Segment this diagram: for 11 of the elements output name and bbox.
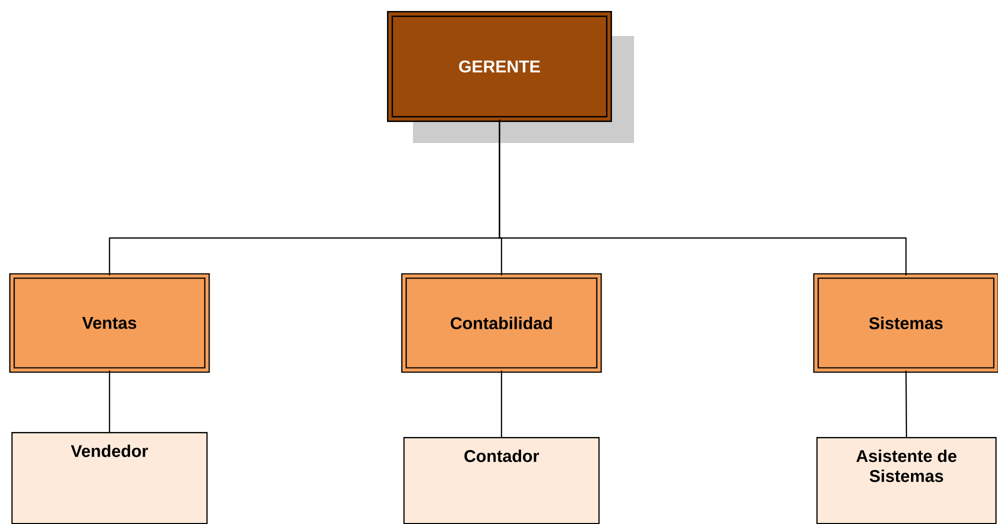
manager-box: GERENTE [387, 11, 634, 143]
position-box: Asistente de Sistemas [816, 437, 997, 524]
department-box: Ventas [9, 273, 210, 373]
connector-line [498, 120, 907, 276]
department-box: Contabilidad [401, 273, 602, 373]
position-box: Vendedor [11, 432, 208, 524]
connector-line [500, 370, 502, 437]
connector-line [905, 370, 908, 437]
position-box: Contador [403, 437, 600, 524]
department-box: Sistemas [813, 273, 998, 373]
connector-line [108, 370, 110, 432]
